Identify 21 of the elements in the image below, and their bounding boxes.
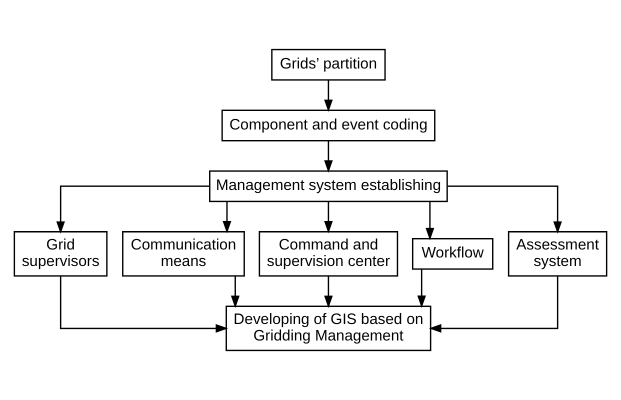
node-box: Command and supervision center xyxy=(258,231,398,277)
arrow xyxy=(417,269,426,308)
node-box: Grid supervisors xyxy=(14,231,108,277)
arrow xyxy=(324,140,333,173)
arrow xyxy=(324,80,333,112)
node-box: Workflow xyxy=(412,238,494,270)
arrow xyxy=(428,276,558,333)
arrow xyxy=(324,276,333,308)
arrow xyxy=(230,276,240,308)
arrow xyxy=(222,202,232,234)
arrow xyxy=(324,202,333,234)
arrow xyxy=(56,186,210,234)
node-box: Management system establishing xyxy=(209,170,448,202)
arrow xyxy=(60,276,228,333)
node-box: Developing of GIS based on Gridding Management xyxy=(226,306,432,352)
node-box: Communication means xyxy=(122,231,245,277)
node-box: Component and event coding xyxy=(221,110,436,142)
node-box: Grids’ partition xyxy=(271,48,386,81)
node-box: Assessment system xyxy=(508,231,608,277)
arrow xyxy=(448,186,562,234)
arrow xyxy=(426,202,434,240)
